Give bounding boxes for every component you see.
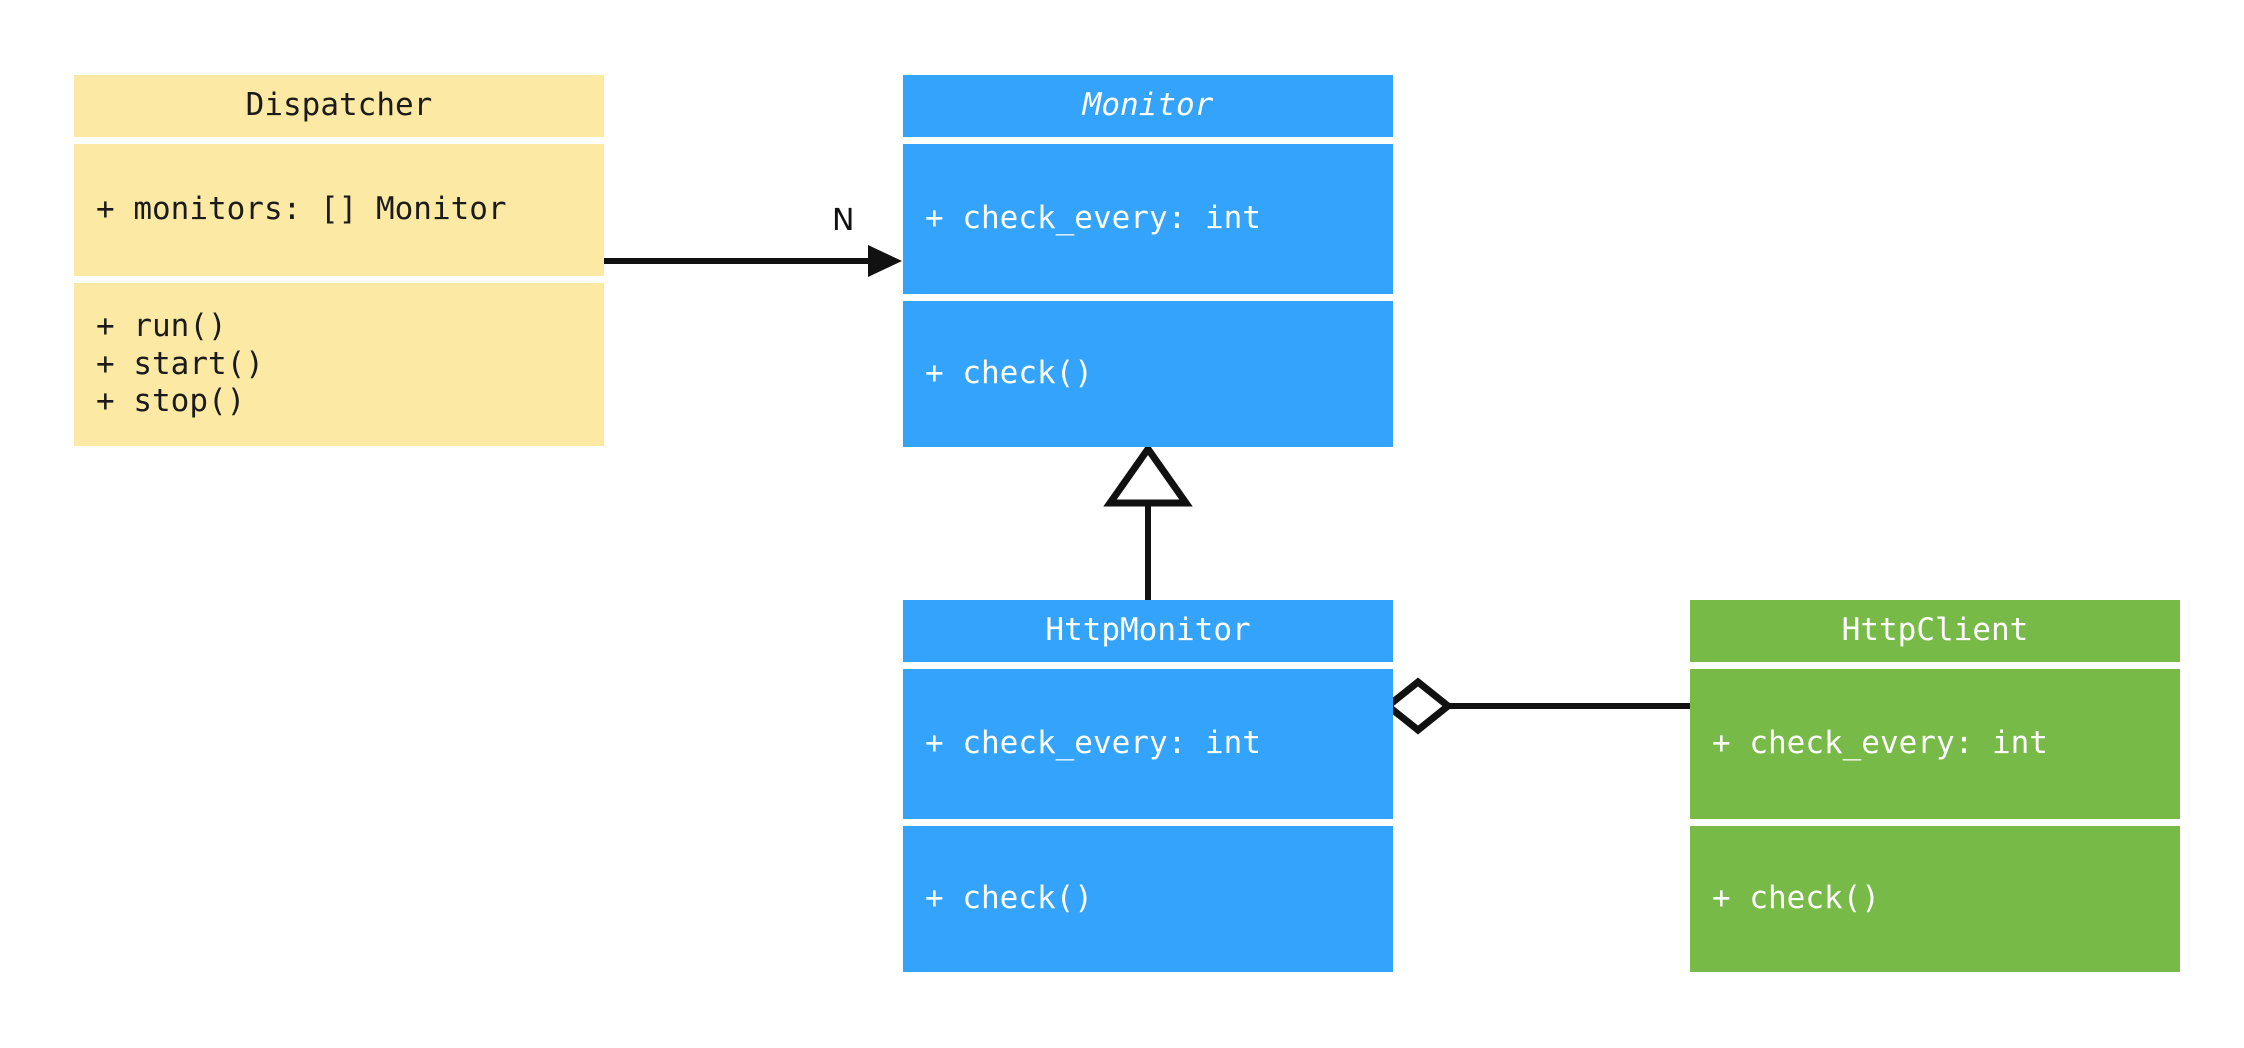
class-attributes-compartment-dispatcher: + monitors: [] Monitor — [74, 144, 604, 276]
class-title-compartment-monitor: Monitor — [903, 75, 1393, 137]
class-method: + start() — [96, 345, 264, 382]
class-method: + stop() — [96, 383, 246, 420]
class-methods-compartment-http-monitor: + check() — [903, 826, 1393, 972]
class-attribute: + check_every: int — [925, 725, 1261, 762]
class-attribute: + check_every: int — [925, 200, 1261, 237]
class-title-compartment-http-client: HttpClient — [1690, 600, 2180, 662]
compartment-divider — [1690, 819, 2180, 826]
compartment-divider — [74, 276, 604, 283]
class-box-http-monitor[interactable]: HttpMonitor + check_every: int + check() — [903, 600, 1393, 972]
class-attributes-compartment-monitor: + check_every: int — [903, 144, 1393, 294]
class-methods-compartment-monitor: + check() — [903, 301, 1393, 447]
class-methods-compartment-http-client: + check() — [1690, 826, 2180, 972]
class-attribute: + monitors: [] Monitor — [96, 191, 507, 228]
class-box-monitor[interactable]: Monitor + check_every: int + check() — [903, 75, 1393, 447]
compartment-divider — [903, 294, 1393, 301]
class-attributes-compartment-http-client: + check_every: int — [1690, 669, 2180, 819]
class-name-dispatcher: Dispatcher — [245, 87, 433, 124]
association-multiplicity-label: N — [832, 203, 855, 238]
class-methods-compartment-dispatcher: + run() + start() + stop() — [74, 283, 604, 446]
class-method: + check() — [1712, 880, 1880, 917]
class-method: + check() — [925, 880, 1093, 917]
class-attribute: + check_every: int — [1712, 725, 2048, 762]
generalization-httpmonitor-monitor — [1103, 442, 1193, 600]
class-title-compartment-dispatcher: Dispatcher — [74, 75, 604, 137]
class-name-http-monitor: HttpMonitor — [1045, 612, 1251, 649]
compartment-divider — [903, 137, 1393, 144]
association-dispatcher-monitor — [604, 245, 902, 277]
class-attributes-compartment-http-monitor: + check_every: int — [903, 669, 1393, 819]
class-method: + run() — [96, 307, 227, 344]
hollow-triangle-head-icon — [1103, 442, 1193, 507]
aggregation-httpmonitor-httpclient — [1382, 677, 1690, 735]
compartment-divider — [903, 662, 1393, 669]
compartment-divider — [903, 819, 1393, 826]
hollow-diamond-head-icon — [1382, 677, 1454, 735]
class-name-monitor: Monitor — [1082, 87, 1214, 124]
solid-arrow-head-icon — [868, 245, 902, 277]
compartment-divider — [74, 137, 604, 144]
class-box-dispatcher[interactable]: Dispatcher + monitors: [] Monitor + run(… — [74, 75, 604, 446]
class-method: + check() — [925, 355, 1093, 392]
class-title-compartment-http-monitor: HttpMonitor — [903, 600, 1393, 662]
class-box-http-client[interactable]: HttpClient + check_every: int + check() — [1690, 600, 2180, 972]
class-name-http-client: HttpClient — [1841, 612, 2029, 649]
compartment-divider — [1690, 662, 2180, 669]
